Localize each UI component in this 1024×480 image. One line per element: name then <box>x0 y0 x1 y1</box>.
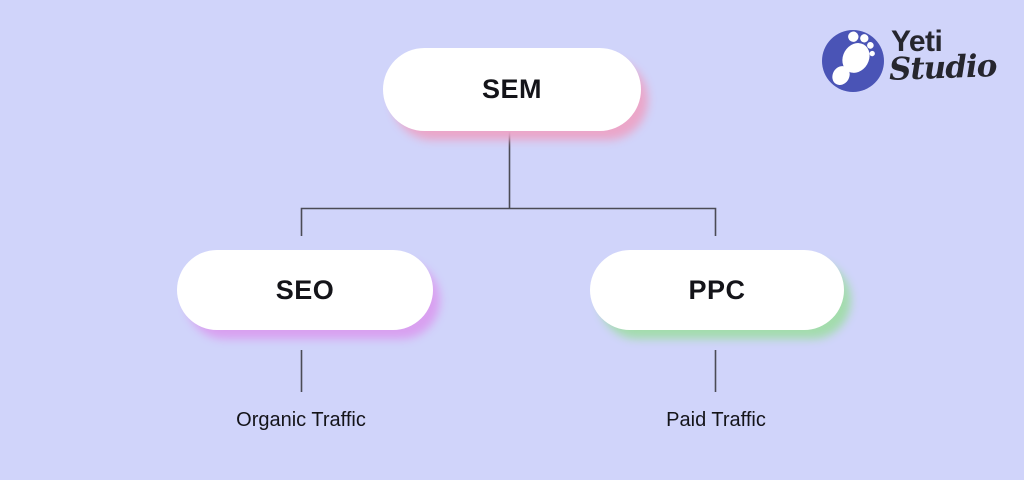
yeti-studio-logo: Yeti Studio <box>822 25 997 92</box>
connector-branch-bar <box>300 207 717 236</box>
leaf-organic-traffic: Organic Traffic <box>236 409 366 431</box>
node-seo: SEO <box>177 250 433 330</box>
footprint-icon <box>822 30 884 92</box>
node-sem: SEM <box>383 48 641 131</box>
logo-brand-bottom: Studio <box>888 48 997 88</box>
logo-brand-top: Yeti <box>891 25 943 58</box>
node-seo-label: SEO <box>275 274 335 305</box>
logo-wordmark: Yeti Studio <box>888 25 997 88</box>
node-sem-label: SEM <box>481 74 542 104</box>
node-ppc: PPC <box>590 250 844 330</box>
leaf-paid-traffic: Paid Traffic <box>666 409 766 431</box>
node-ppc-label: PPC <box>688 274 746 305</box>
